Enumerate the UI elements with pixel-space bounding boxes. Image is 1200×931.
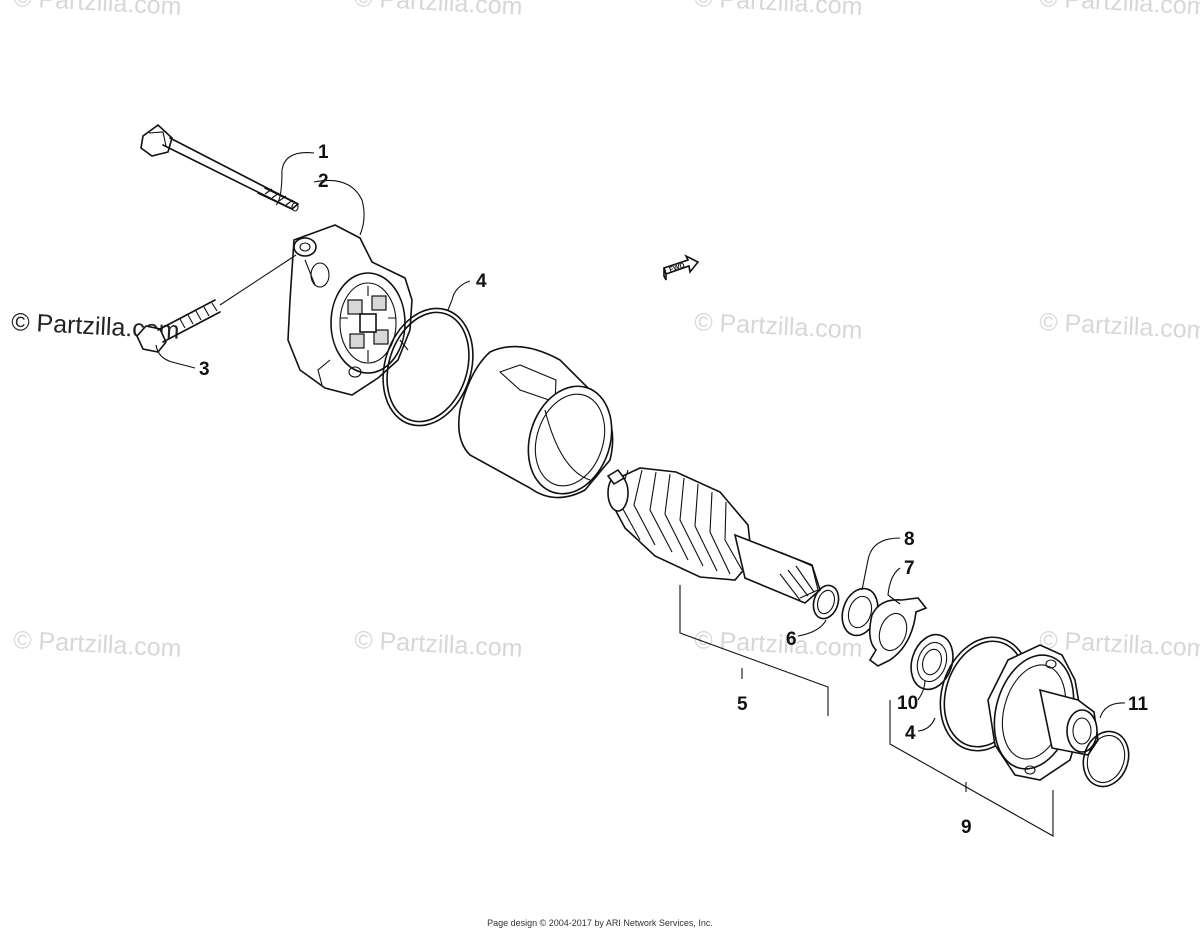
fwd-label: FWD: [668, 262, 685, 274]
callout-4-lower: 4: [905, 723, 916, 744]
front-cover[interactable]: [982, 644, 1099, 781]
rear-cover-brush-holder[interactable]: [287, 224, 413, 396]
callout-8: 8: [904, 529, 915, 550]
leader-lines: [155, 152, 1126, 837]
small-o-ring[interactable]: [1076, 726, 1135, 793]
callout-2: 2: [318, 171, 329, 192]
callout-4: 4: [476, 271, 487, 292]
callout-7: 7: [904, 558, 915, 579]
through-bolt[interactable]: [140, 123, 299, 212]
motor-yoke-housing[interactable]: [457, 345, 625, 505]
circlip[interactable]: [809, 582, 842, 622]
callout-6: 6: [786, 629, 797, 650]
page-footer: Page design © 2004-2017 by ARI Network S…: [487, 918, 713, 928]
callout-10: 10: [897, 693, 918, 714]
o-ring[interactable]: [369, 297, 488, 438]
callout-3: 3: [199, 359, 210, 380]
callout-9: 9: [961, 817, 972, 838]
lock-plate[interactable]: [868, 597, 928, 667]
short-bolt[interactable]: [136, 254, 297, 353]
oil-seal[interactable]: [904, 629, 959, 695]
callout-5: 5: [737, 694, 748, 715]
callout-11: 11: [1128, 694, 1149, 715]
fwd-arrow: FWD: [662, 254, 700, 281]
callout-1: 1: [318, 142, 329, 163]
callout-numbers: 1 2 3 4 5 6 7 8 9 10 4 11: [199, 142, 1149, 838]
armature[interactable]: [606, 467, 821, 604]
